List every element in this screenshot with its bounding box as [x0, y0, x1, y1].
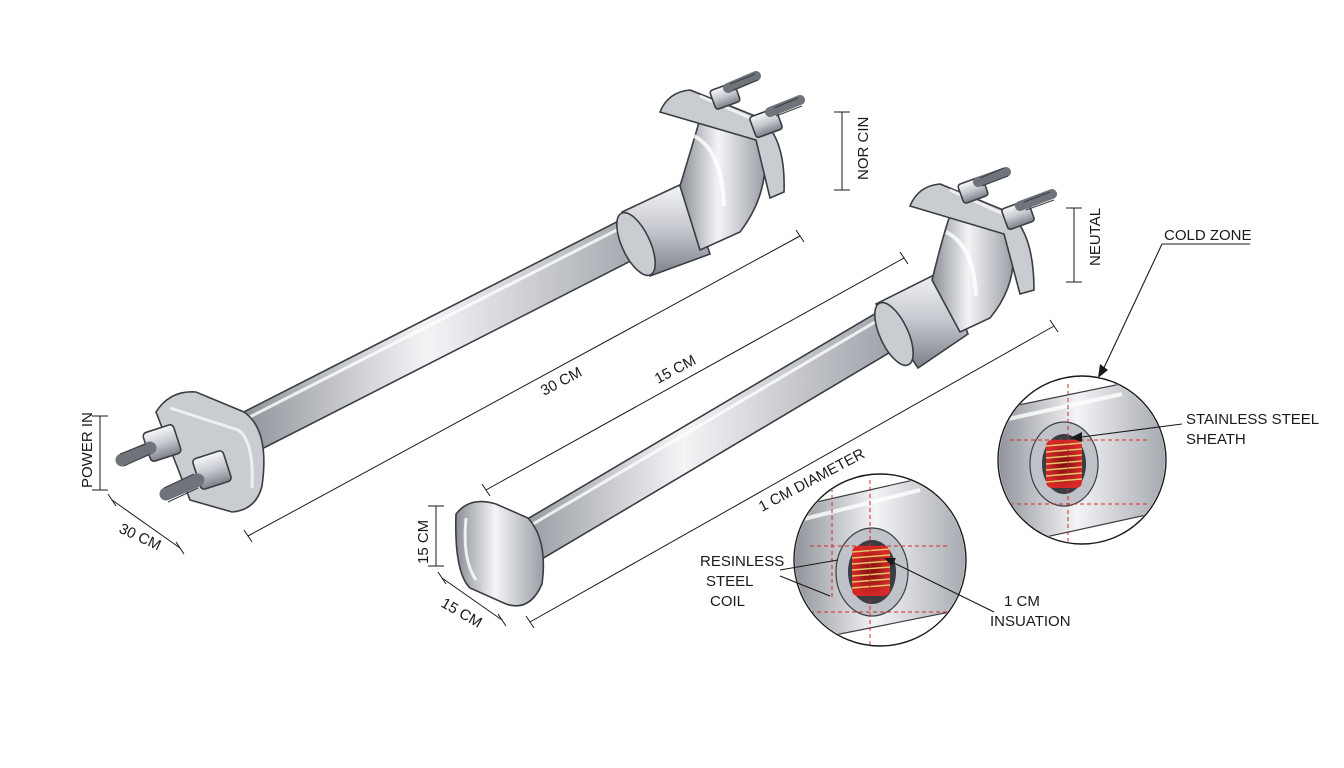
leader-cold-zone	[1098, 243, 1250, 378]
left-base-terminals	[115, 424, 232, 503]
leader-resinless-coil	[779, 559, 839, 597]
dim-left-rod-length	[243, 229, 805, 543]
right-top-terminals	[957, 167, 1057, 231]
resinless-label-line3: COIL	[710, 593, 745, 610]
insulation-label-line2: INSUATION	[990, 613, 1071, 630]
left-bend	[679, 115, 766, 252]
leader-sheath	[1070, 423, 1183, 442]
neutal-label: NEUTAL	[1087, 208, 1104, 266]
right-end-cap	[454, 500, 545, 607]
detail-circle-coil	[793, 473, 967, 647]
sheath-label-line2: SHEATH	[1186, 431, 1246, 448]
left-base-width-label: 30 CM	[116, 520, 163, 554]
dim-neutal	[1066, 207, 1082, 283]
nor-cin-label: NOR CIN	[855, 117, 872, 180]
dim-left-base-width	[107, 493, 185, 555]
left-rod	[230, 204, 666, 458]
dim-right-end-width	[437, 571, 507, 627]
left-top-terminals	[709, 71, 805, 139]
resinless-label-line2: STEEL	[706, 573, 754, 590]
right-end-width-label: 15 CM	[438, 595, 485, 632]
sheath-label-line1: STAINLESS STEEL	[1186, 411, 1319, 428]
left-rod-length-label: 30 CM	[538, 364, 585, 400]
dim-power-in	[92, 415, 108, 491]
left-heating-element	[115, 71, 805, 513]
left-base-flange	[155, 391, 265, 513]
insulation-label-line1: 1 CM	[1004, 593, 1040, 610]
resinless-label-line1: RESINLESS	[700, 553, 784, 570]
power-in-label: POWER IN	[79, 412, 96, 488]
right-heating-element	[454, 167, 1057, 607]
dim-middle-length	[481, 251, 909, 497]
right-end-height-label: 15 CM	[415, 520, 432, 564]
detail-circle-sheath	[997, 375, 1167, 545]
middle-length-label: 15 CM	[652, 352, 699, 388]
dim-right-end-height	[428, 505, 444, 567]
leader-insulation	[884, 558, 995, 613]
dim-diameter	[525, 319, 1059, 629]
dim-nor-cin	[834, 111, 850, 191]
cold-zone-label: COLD ZONE	[1164, 227, 1252, 244]
